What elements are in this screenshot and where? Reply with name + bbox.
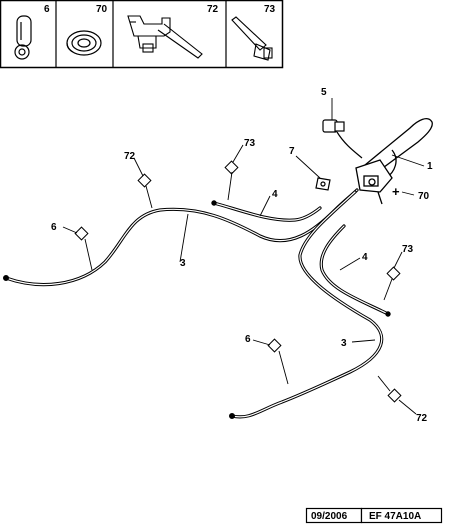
cables [3,188,391,419]
callout-tie-upper: 73 [244,138,256,149]
footer-date: 09/2006 [311,511,348,522]
handbrake-switch [322,119,363,159]
bracket-nut [315,177,331,191]
callout-clip-left: 6 [51,222,57,233]
leader-lines [62,98,425,415]
callout-switch: 5 [321,87,327,98]
bracket-marker-lower [387,388,402,403]
callout-clip-lower: 6 [245,334,251,345]
callout-grommet: 70 [418,191,430,202]
header-ref-70: 70 [96,4,108,15]
header-ref-73: 73 [264,4,276,15]
bracket-marker-upper [137,173,152,188]
grommet-plus-mark: + [392,184,400,199]
tie-marker-lower [386,266,401,281]
handbrake-lever [355,118,433,205]
footer-code: EF 47A10A [369,511,421,522]
callout-bracket-upper: 72 [124,151,136,162]
cable-primary-lower [319,224,390,316]
callout-tie-lower: 73 [402,244,414,255]
callout-cable-primary-upper: 4 [272,189,278,200]
header-ref-72: 72 [207,4,219,15]
cable-tie-icon [231,16,273,61]
grommet-ring-icon [66,30,102,56]
callout-cable-primary-lower: 4 [362,252,368,263]
clip-markers [74,160,402,403]
parts-header-table: 6 70 72 73 [0,0,284,69]
callout-cable-rear-left: 3 [180,258,186,269]
callout-bracket-nut: 7 [289,146,295,157]
callout-lever: 1 [427,161,433,172]
callout-labels: 1 5 7 70 73 72 6 3 4 4 73 6 3 72 [51,87,433,424]
callout-cable-rear-right: 3 [341,338,347,349]
clip-marker-lower [267,338,282,353]
callout-bracket-lower: 72 [416,413,428,424]
cable-bracket-icon [127,15,203,59]
header-ref-6: 6 [44,4,50,15]
cable-rear-right [230,190,384,419]
tie-marker-upper [224,160,239,175]
clip-marker-left [74,226,89,241]
cable-clip-icon [14,15,32,60]
footer-reference: 09/2006 EF 47A10A [305,507,443,524]
